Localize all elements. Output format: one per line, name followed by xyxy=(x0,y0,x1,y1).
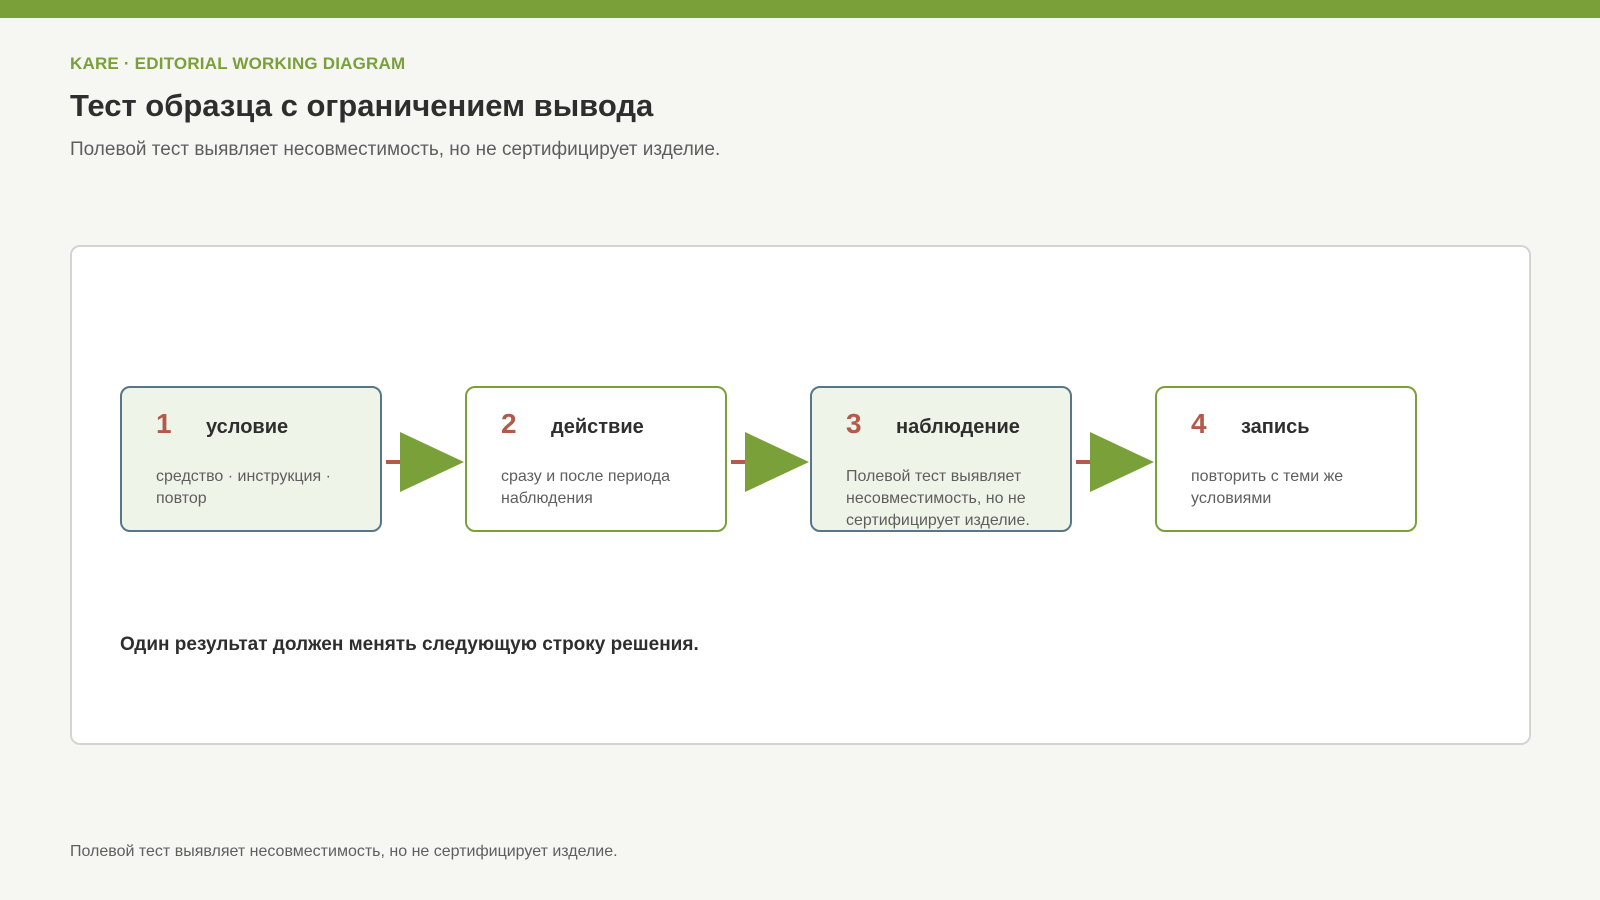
page-subtitle: Полевой тест выявляет несовместимость, н… xyxy=(70,139,721,160)
step-number: 1 xyxy=(156,408,172,439)
top-accent-bar xyxy=(0,0,1600,18)
step-title: запись xyxy=(1241,416,1310,438)
step-description: сразу и после периода наблюдения xyxy=(501,468,671,507)
step-number: 4 xyxy=(1191,408,1207,439)
step-description: средство · инструкция · повтор xyxy=(156,468,331,507)
step-title: действие xyxy=(551,416,644,438)
step-title: условие xyxy=(206,416,289,438)
step-card-2: 2 действие сразу и после периода наблюде… xyxy=(465,386,727,532)
step-description: Полевой тест выявляет несовместимость, н… xyxy=(846,468,1030,529)
footer-note: Полевой тест выявляет несовместимость, н… xyxy=(70,843,618,860)
arrow-right-icon xyxy=(386,432,464,492)
conclusion-text: Один результат должен менять следующую с… xyxy=(120,634,699,655)
step-number: 2 xyxy=(501,408,517,439)
page-title: Тест образца с ограничением вывода xyxy=(70,88,654,123)
arrow-right-icon xyxy=(1076,432,1154,492)
diagram-panel: 1 условие средство · инструкция · повтор… xyxy=(70,245,1531,745)
step-title: наблюдение xyxy=(896,416,1020,438)
step-card-4: 4 запись повторить с теми же условиями xyxy=(1155,386,1417,532)
kicker-label: KARE · EDITORIAL WORKING DIAGRAM xyxy=(70,54,406,73)
step-number: 3 xyxy=(846,408,862,439)
step-card-3: 3 наблюдение Полевой тест выявляет несов… xyxy=(810,386,1072,532)
arrow-right-icon xyxy=(731,432,809,492)
step-description: повторить с теми же условиями xyxy=(1191,468,1344,507)
step-card-1: 1 условие средство · инструкция · повтор xyxy=(120,386,382,532)
